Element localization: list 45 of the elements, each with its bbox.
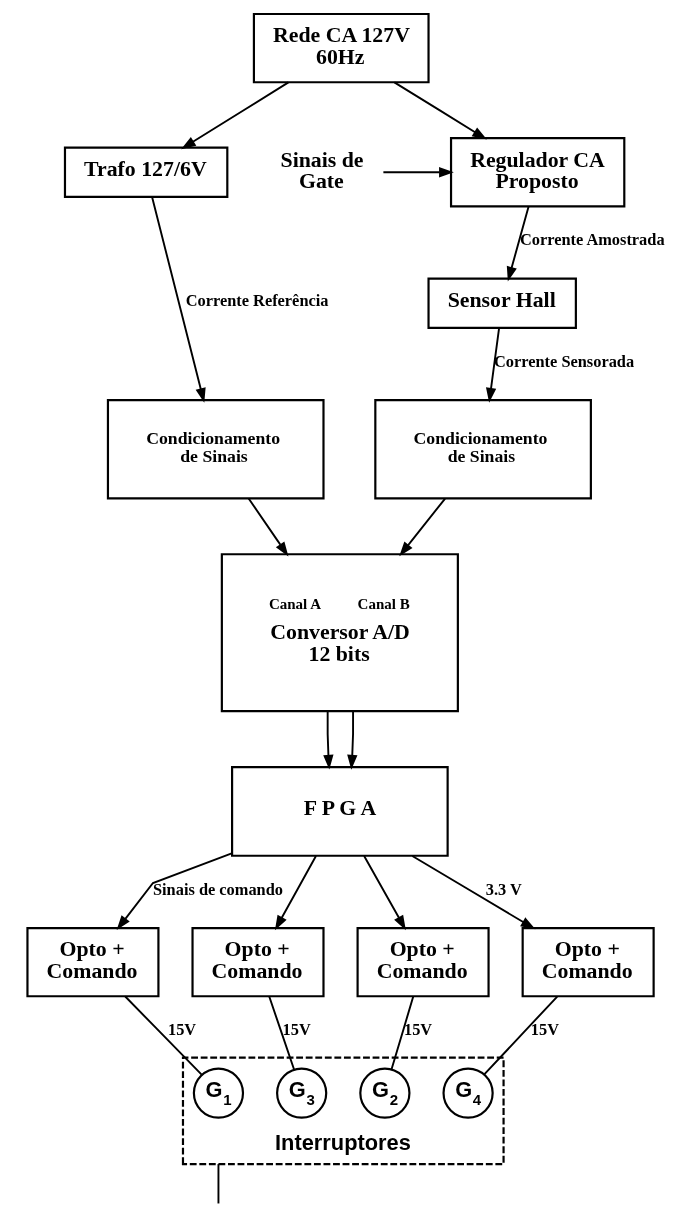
arrow: [410, 855, 535, 930]
node-box: Regulador CA Proposto: [449, 137, 625, 208]
node-box: Sensor Hall: [426, 277, 577, 329]
node-box: Opto + Comando: [25, 926, 159, 998]
arrow: [247, 497, 288, 557]
node-box: Opto + Comando: [190, 926, 325, 998]
arrow: [362, 855, 406, 931]
arrow: [381, 167, 454, 178]
arrow: [180, 81, 289, 150]
arrow: [506, 205, 529, 282]
connector: [483, 995, 558, 1076]
edge-label: Sinais de comando: [152, 879, 283, 899]
arrow: [116, 852, 233, 931]
arrow: [398, 497, 446, 557]
connector: [267, 995, 295, 1071]
edge-label: 15V: [167, 1020, 196, 1040]
node-box: Condicionamento de Sinais: [373, 399, 592, 500]
edge-label: Corrente Referência: [185, 291, 328, 311]
node-box: F P G A: [230, 766, 449, 857]
arrow: [274, 855, 317, 931]
edge-label: Corrente Sensorada: [493, 351, 634, 371]
connector: [390, 995, 414, 1071]
node-box: Canal A Canal B Conversor A/D 12 bits: [220, 553, 459, 713]
arrow: [150, 196, 206, 403]
node-circle: G$_{2}$: [358, 1067, 411, 1119]
node-box: Rede CA 127V 60Hz: [252, 12, 430, 84]
arrow: [346, 710, 357, 770]
node-circle: G$_{4}$: [441, 1067, 494, 1119]
edge-label: 15V: [282, 1020, 311, 1040]
connector: [123, 995, 203, 1076]
node-circle: G$_{1}$: [192, 1067, 244, 1119]
node-circle: G$_{3}$: [275, 1067, 327, 1119]
node-box: Opto + Comando: [356, 926, 490, 998]
arrow: [322, 710, 334, 770]
connector: [217, 1163, 219, 1205]
node-box: Opto + Comando: [521, 926, 655, 998]
arrow: [392, 81, 487, 140]
arrow: [485, 327, 500, 403]
edge-label: 15V: [530, 1020, 559, 1040]
node-text: Sinais de Gate: [280, 147, 364, 194]
edge-label: 3.3 V: [485, 879, 522, 899]
edge-label: Corrente Amostrada: [519, 230, 665, 250]
node-box: Condicionamento de Sinais: [106, 399, 325, 500]
node-box: Trafo 127/6V: [63, 146, 228, 198]
edge-label: 15V: [403, 1020, 432, 1040]
